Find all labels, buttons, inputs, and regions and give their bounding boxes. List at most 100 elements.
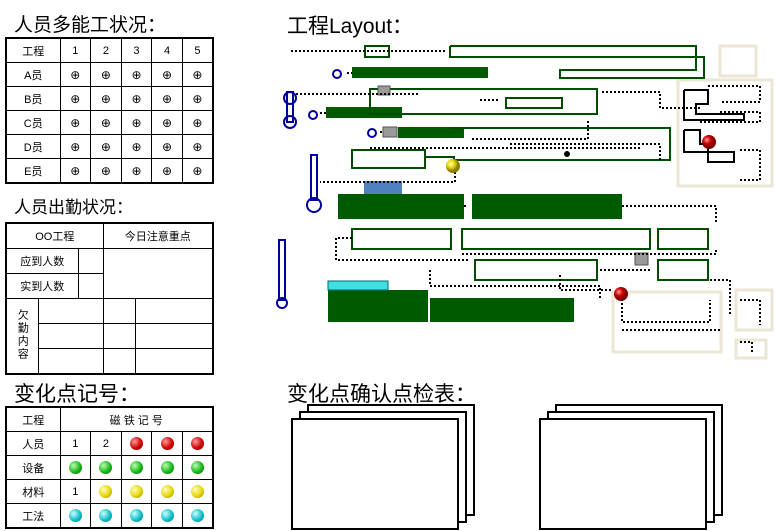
workstations xyxy=(276,69,377,309)
cyan-magnet-icon xyxy=(99,509,113,522)
red-magnet-icon xyxy=(129,437,143,450)
operator-name: D员 xyxy=(5,134,61,159)
layout-title: 工程Layout： xyxy=(287,15,414,38)
attendance-table: OO工程 今日注意重点 应到人数 实到人数 欠勤内容 xyxy=(5,222,214,375)
operator-name: E员 xyxy=(5,158,61,184)
magnet-number: 2 xyxy=(90,431,122,456)
skill-level-cell: ⊕ xyxy=(151,158,183,184)
magnet-cell xyxy=(151,479,183,504)
inspection-point xyxy=(564,151,570,157)
equipment-unit xyxy=(634,252,649,266)
skills-header-step: 3 xyxy=(120,37,153,63)
cyan-magnet-icon xyxy=(68,509,82,522)
operator-name: C员 xyxy=(5,110,61,135)
right-work-area xyxy=(611,44,774,360)
skills-header-step: 2 xyxy=(90,37,122,63)
green-magnet-icon xyxy=(99,461,113,474)
magnet-number: 1 xyxy=(59,479,92,504)
material-change-marker xyxy=(446,159,460,173)
change-header-magnet: 磁 铁 记 号 xyxy=(59,406,214,432)
green-magnet-icon xyxy=(129,461,143,474)
cyan-magnet-icon xyxy=(160,509,174,522)
skill-level-cell: ⊕ xyxy=(181,62,214,87)
change-header-process: 工程 xyxy=(5,406,61,432)
skills-header-step: 5 xyxy=(181,37,214,63)
absence-cell xyxy=(134,323,214,349)
absence-cell xyxy=(102,323,136,349)
checklist-stack-2 xyxy=(539,404,723,530)
red-magnet-icon xyxy=(190,437,204,450)
checklist-stack-1 xyxy=(291,404,475,530)
magnet-cell xyxy=(120,503,153,529)
skills-row: E员⊕⊕⊕⊕⊕ xyxy=(5,158,214,184)
conveyor-belts xyxy=(326,67,622,322)
skill-level-cell: ⊕ xyxy=(120,62,153,87)
line-outlines xyxy=(351,45,709,281)
focus-content xyxy=(102,248,214,299)
magnet-cell xyxy=(90,479,122,504)
absence-cell xyxy=(37,323,104,349)
yellow-magnet-icon xyxy=(190,485,204,498)
skill-level-cell: ⊕ xyxy=(120,158,153,184)
skill-level-cell: ⊕ xyxy=(90,86,122,111)
operator-name: B员 xyxy=(5,86,61,111)
skill-level-cell: ⊕ xyxy=(181,86,214,111)
skill-level-cell: ⊕ xyxy=(120,86,153,111)
change-marks-title: 变化点记号： xyxy=(14,383,140,406)
skill-level-cell: ⊕ xyxy=(59,134,92,159)
skill-level-cell: ⊕ xyxy=(181,134,214,159)
skill-level-cell: ⊕ xyxy=(181,158,214,184)
should-count-value xyxy=(77,248,104,274)
absence-cell xyxy=(134,298,214,324)
cyan-magnet-icon xyxy=(190,509,204,522)
magnet-cell xyxy=(181,503,214,529)
magnet-cell xyxy=(151,455,183,480)
skill-level-cell: ⊕ xyxy=(151,134,183,159)
skill-level-cell: ⊕ xyxy=(120,110,153,135)
absence-cell xyxy=(102,348,136,375)
green-magnet-icon xyxy=(68,461,82,474)
yellow-magnet-icon xyxy=(99,485,113,498)
magnet-cell xyxy=(120,479,153,504)
absence-cell xyxy=(37,348,104,375)
checklist-title: 变化点确认点检表： xyxy=(287,383,476,406)
change-row: 设备 xyxy=(5,455,214,480)
yellow-magnet-icon xyxy=(160,485,174,498)
skill-level-cell: ⊕ xyxy=(59,86,92,111)
magnet-cell xyxy=(120,455,153,480)
personnel-change-marker xyxy=(614,287,628,301)
change-row: 工法 xyxy=(5,503,214,529)
process-cell: OO工程 xyxy=(5,222,104,249)
absence-cell xyxy=(37,298,104,324)
skills-header-process: 工程 xyxy=(5,37,61,63)
skills-row: B员⊕⊕⊕⊕⊕ xyxy=(5,86,214,111)
equipment-unit xyxy=(382,126,398,138)
absence-label: 欠勤内容 xyxy=(16,308,29,361)
skills-title: 人员多能工状况： xyxy=(14,15,167,36)
yellow-magnet-icon xyxy=(129,485,143,498)
personnel-change-marker xyxy=(702,135,716,149)
green-magnet-icon xyxy=(190,461,204,474)
red-magnet-icon xyxy=(160,437,174,450)
absence-cell xyxy=(134,348,214,375)
green-magnet-icon xyxy=(160,461,174,474)
skills-row: D员⊕⊕⊕⊕⊕ xyxy=(5,134,214,159)
change-category: 工法 xyxy=(5,503,61,529)
magnet-cell xyxy=(181,479,214,504)
skill-level-cell: ⊕ xyxy=(59,158,92,184)
focus-header: 今日注意重点 xyxy=(102,222,214,249)
operator-name: A员 xyxy=(5,62,61,87)
change-category: 材料 xyxy=(5,479,61,504)
machine-cyan xyxy=(327,280,389,291)
skill-level-cell: ⊕ xyxy=(120,134,153,159)
right-station-outlines xyxy=(683,89,745,163)
flow-arrows xyxy=(291,50,761,352)
attendance-title: 人员出勤状况： xyxy=(14,198,133,217)
skill-level-cell: ⊕ xyxy=(90,134,122,159)
absence-cell xyxy=(102,298,136,324)
machine-blue xyxy=(364,181,402,194)
